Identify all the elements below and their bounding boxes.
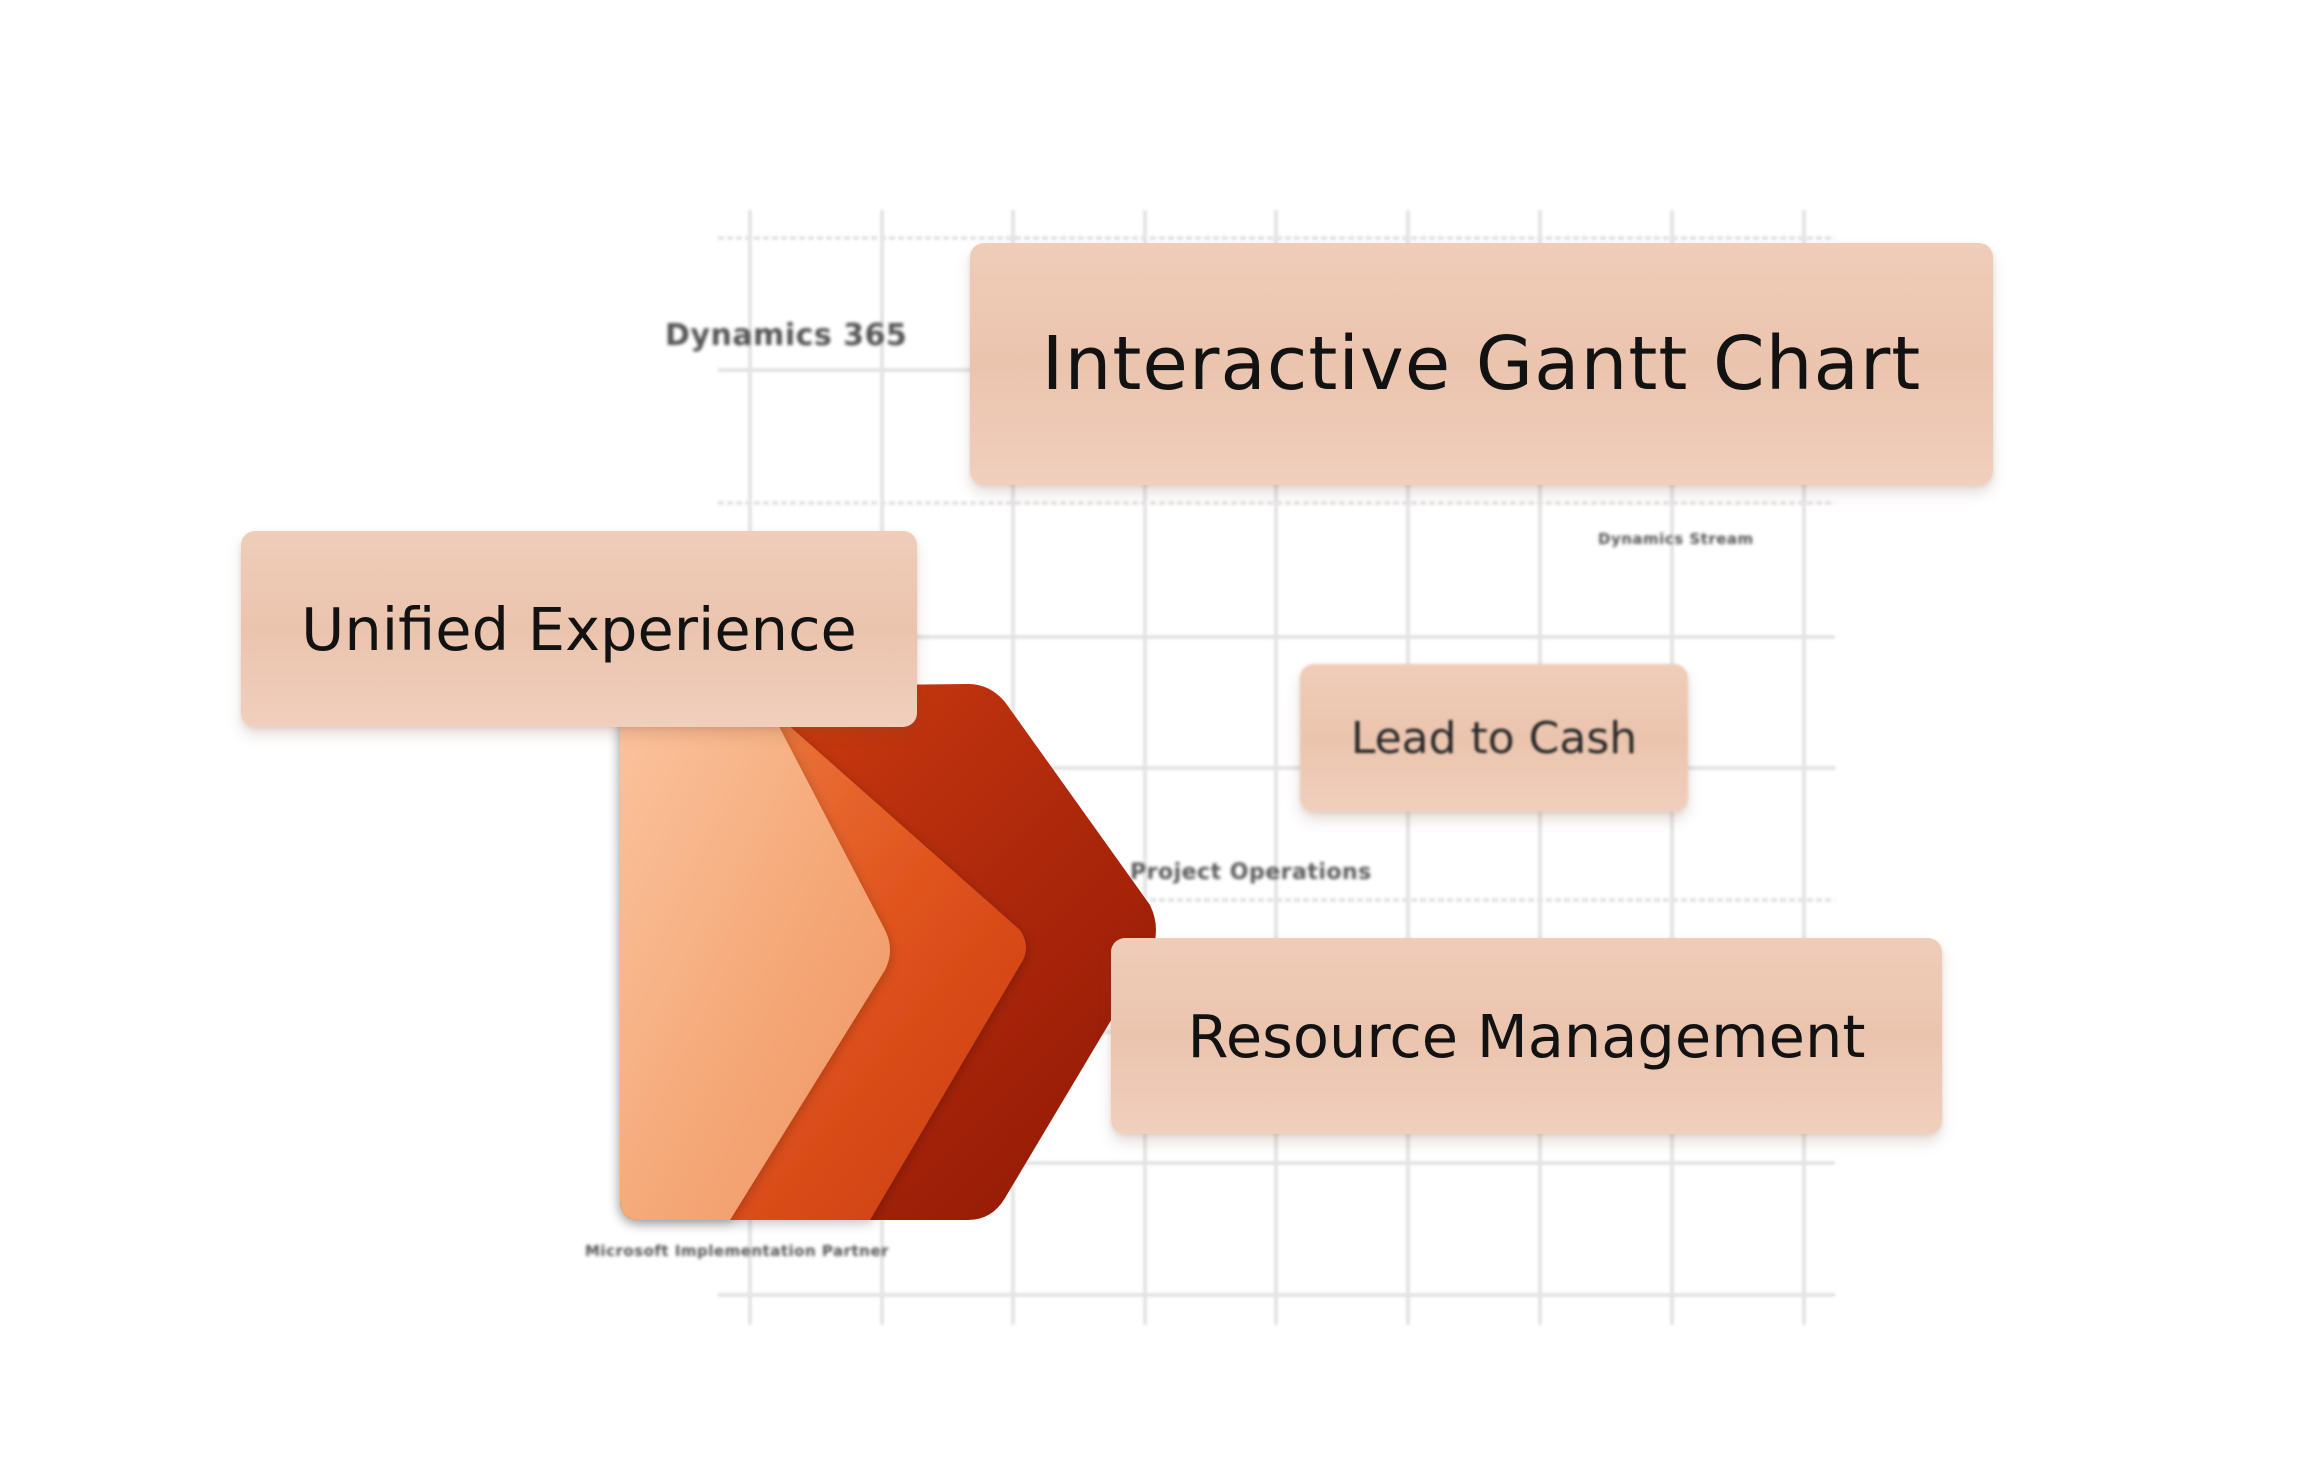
card-interactive-gantt-chart: Interactive Gantt Chart xyxy=(970,243,1993,485)
card-lead-to-cash: Lead to Cash xyxy=(1300,664,1688,812)
card-resource-label: Resource Management xyxy=(1187,1001,1866,1071)
label-dynamics-365: Dynamics 365 xyxy=(665,318,908,353)
card-resource-management: Resource Management xyxy=(1111,938,1942,1134)
label-project-operations: Project Operations xyxy=(1130,860,1372,885)
card-lead-label: Lead to Cash xyxy=(1350,712,1638,764)
card-unified-experience: Unified Experience xyxy=(241,531,917,727)
label-dynamics-stream: Dynamics Stream xyxy=(1598,530,1754,548)
card-gantt-label: Interactive Gantt Chart xyxy=(1041,321,1922,407)
card-unified-label: Unified Experience xyxy=(301,594,857,664)
logo-chevron-light xyxy=(620,690,890,1220)
label-implementation-partner: Microsoft Implementation Partner xyxy=(585,1242,889,1260)
